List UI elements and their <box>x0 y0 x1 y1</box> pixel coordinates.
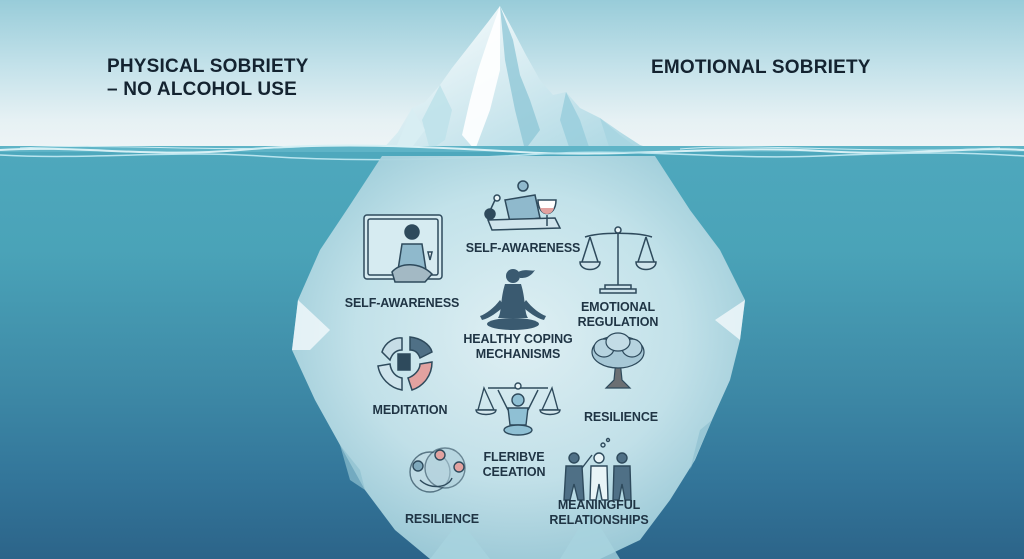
person-holding-scales-icon <box>475 382 561 436</box>
label-flexible-creation: FLERIBVE CEEATION <box>483 450 546 480</box>
label-line: MEDITATION <box>372 403 448 417</box>
label-line: RELATIONSHIPS <box>549 513 649 527</box>
label-line: SELF-AWARENESS <box>344 296 460 310</box>
label-line: HEALTHY COPING <box>463 332 573 346</box>
physical-sobriety-line1: PHYSICAL SOBRIETY <box>107 56 309 77</box>
label-line: EMOTIONAL <box>580 300 656 314</box>
physical-sobriety-line2: – NO ALCOHOL USE <box>107 79 298 100</box>
label-meditation: MEDITATION <box>373 403 448 418</box>
label-meaningful-relationships: MEANINGFUL RELATIONSHIPS <box>549 498 648 528</box>
label-line: SELF-AWARENESS <box>465 241 581 255</box>
label-line: RESILIENCE <box>404 512 480 526</box>
balance-scale-icon <box>579 226 657 294</box>
interlinked-people-icon <box>409 447 466 493</box>
meditating-silhouette-icon <box>480 269 546 330</box>
label-line: MEANINGFUL <box>557 498 641 512</box>
label-emotional-regulation: EMOTIONAL REGULATION <box>578 300 659 330</box>
emotional-sobriety-heading: EMOTIONAL SOBRIETY <box>651 57 871 78</box>
label-self-awareness-wine: SELF-AWARENESS <box>466 241 581 256</box>
label-self-awareness-mirror: SELF-AWARENESS <box>345 296 460 311</box>
label-resilience-tree: RESILIENCE <box>584 410 658 425</box>
label-line: FLERIBVE <box>483 450 545 464</box>
circular-cycle-icon <box>377 336 433 391</box>
label-line: RESILIENCE <box>583 410 659 424</box>
label-healthy-coping: HEALTHY COPING MECHANISMS <box>463 332 572 362</box>
person-reclining-wine-icon <box>484 180 562 231</box>
woman-mirror-wine-icon <box>363 214 443 283</box>
label-resilience-knot: RESILIENCE <box>405 512 479 527</box>
tree-icon <box>591 332 645 389</box>
physical-sobriety-heading: PHYSICAL SOBRIETY – NO ALCOHOL USE <box>107 55 309 101</box>
group-of-people-icon <box>563 437 632 501</box>
label-line: MECHANISMS <box>475 347 561 361</box>
label-line: REGULATION <box>577 315 659 329</box>
label-line: CEEATION <box>482 465 546 479</box>
